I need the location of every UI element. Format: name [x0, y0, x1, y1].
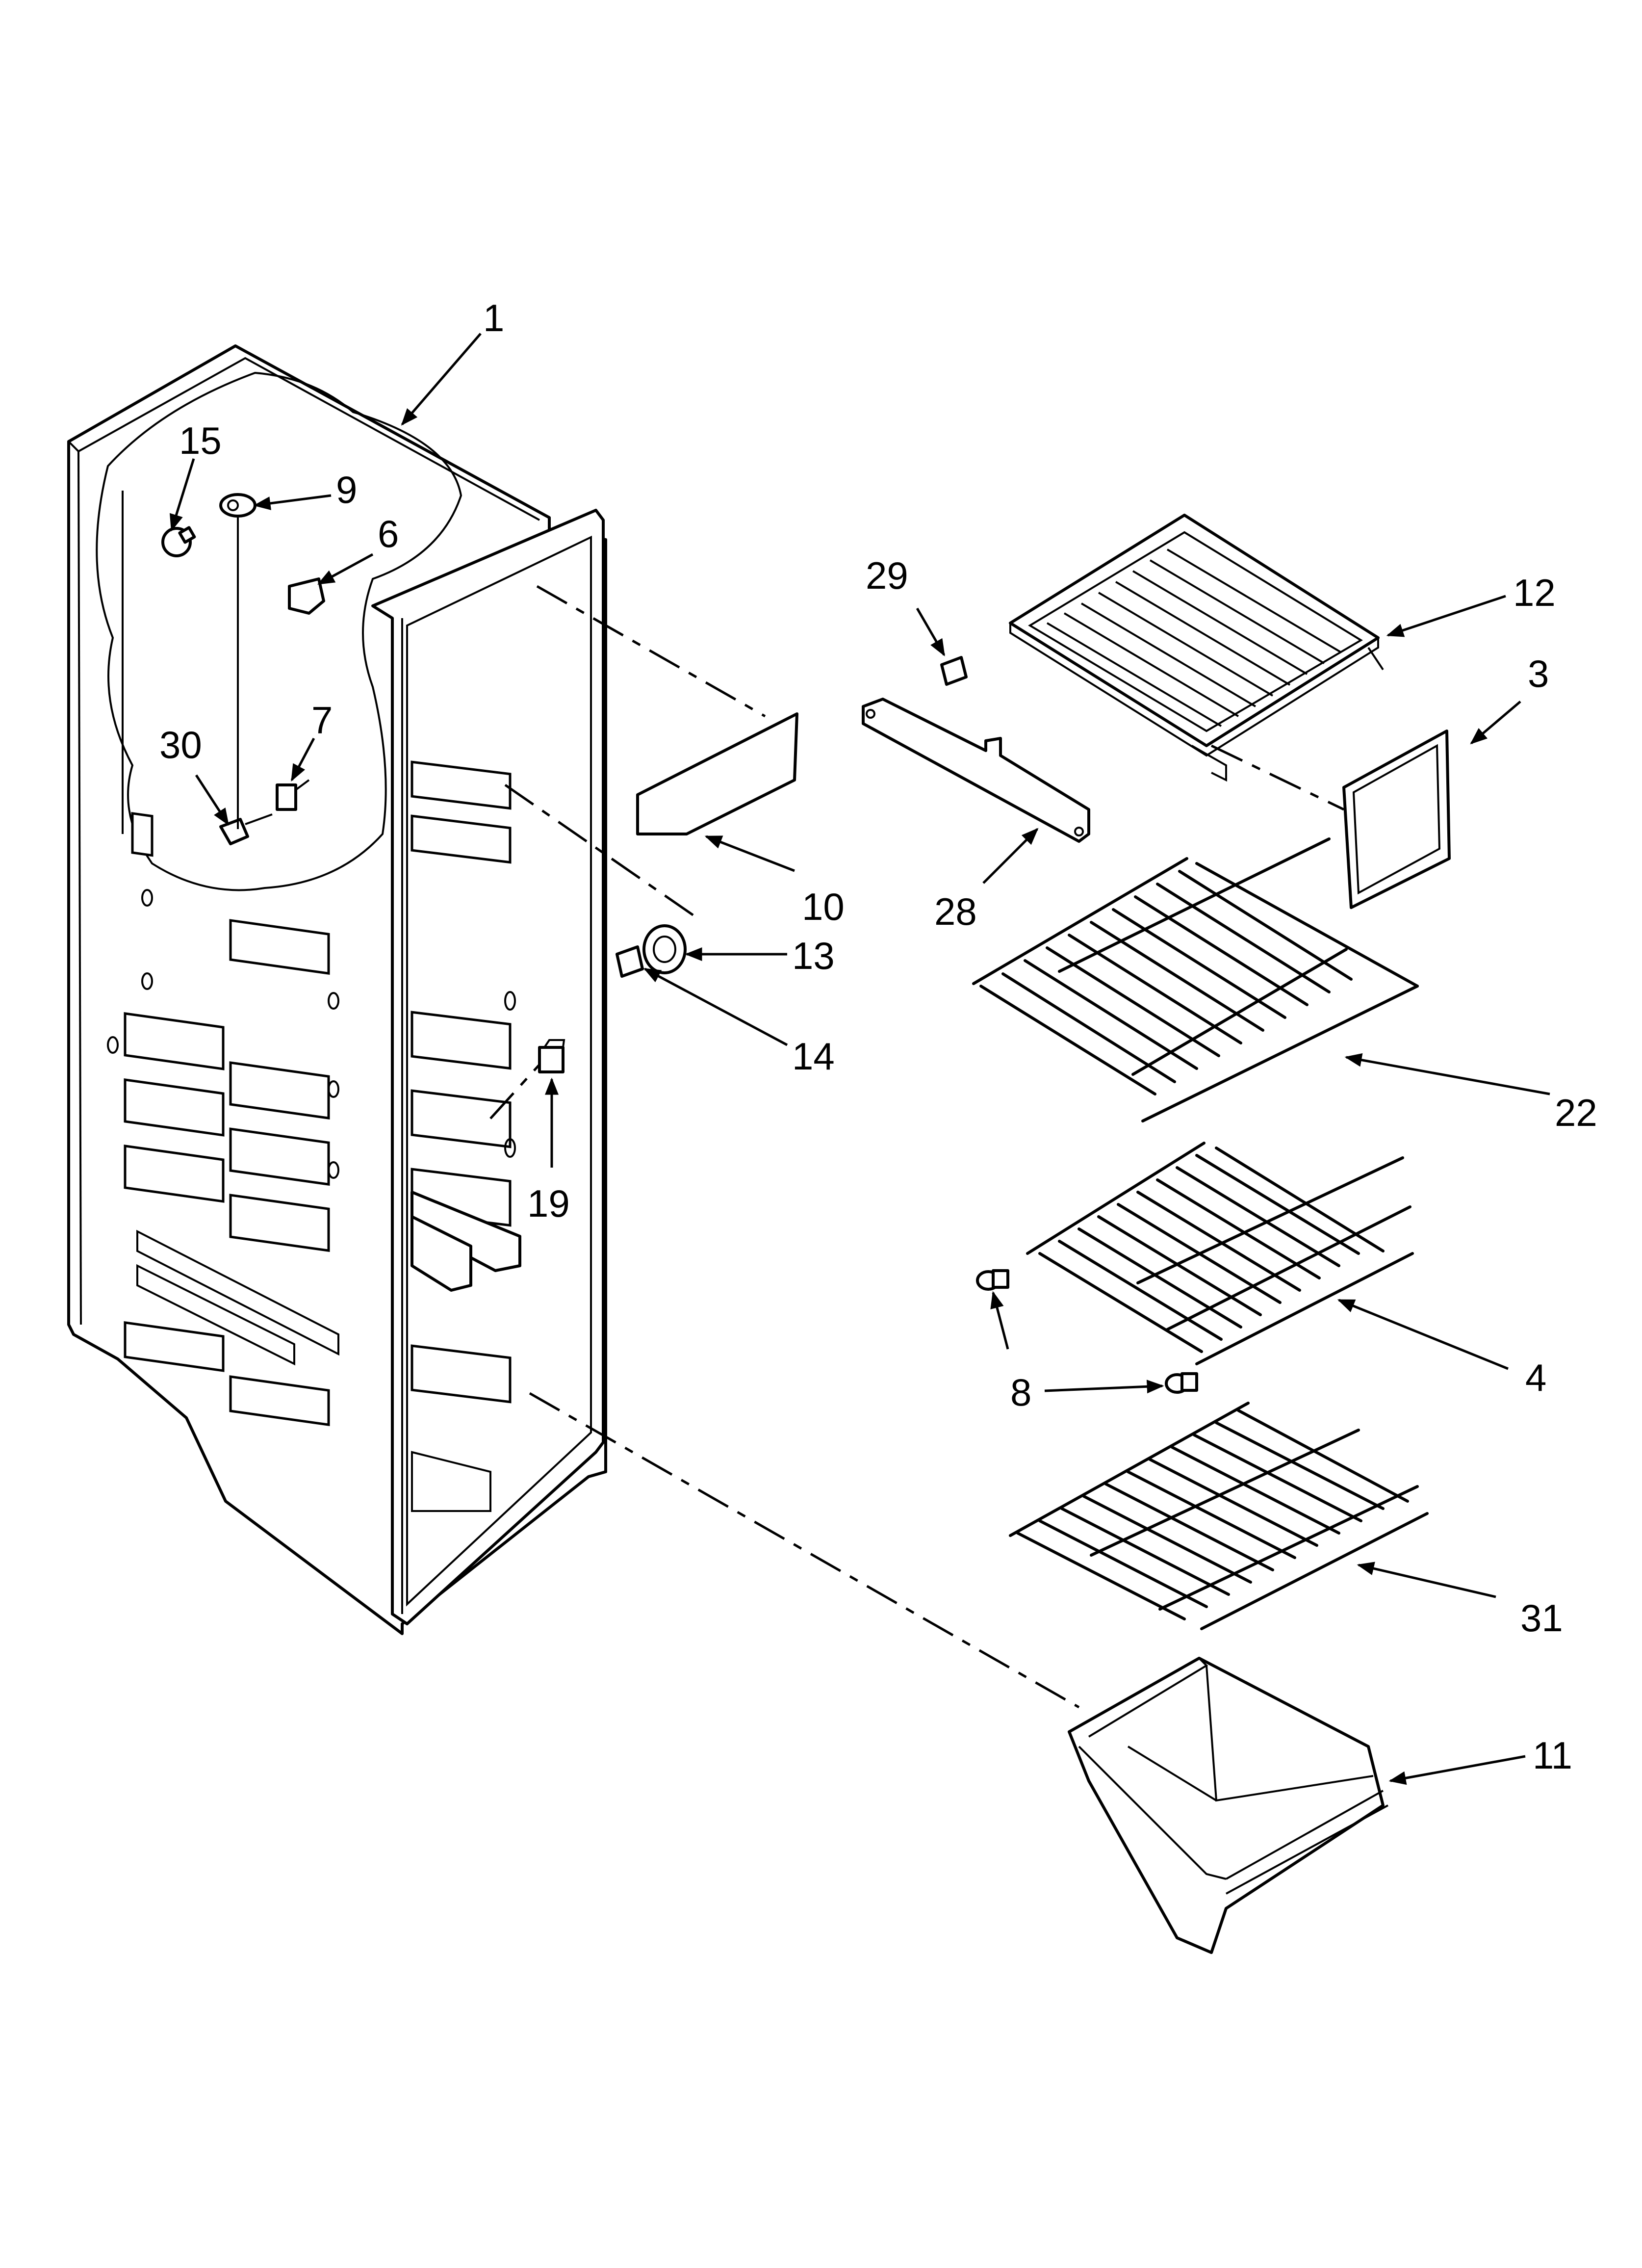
callout-13: 13	[792, 934, 835, 977]
shelf-frame-12	[1009, 514, 1384, 782]
callout-9: 9	[336, 468, 357, 511]
callout-19: 19	[527, 1182, 570, 1225]
callout-6: 6	[378, 512, 399, 555]
callout-31: 31	[1520, 1596, 1563, 1640]
callout-28: 28	[934, 890, 977, 933]
callout-11: 11	[1533, 1734, 1572, 1777]
shelf-stop-8b	[1165, 1372, 1198, 1394]
screw-29	[940, 656, 968, 686]
wire-shelf-31	[1009, 1402, 1429, 1630]
light-bulb	[161, 526, 196, 557]
wire-shelf-22	[972, 837, 1419, 1122]
shelf-bracket-28	[862, 698, 1090, 843]
callout-1: 1	[483, 296, 504, 339]
sensor-7	[276, 779, 310, 811]
callout-7: 7	[311, 699, 333, 742]
shelf-stop-8a	[976, 1269, 1009, 1291]
callout-labels: 1 15 9 6 7 30 10 13 14 19 29 28 12 3 22 …	[159, 296, 1597, 1777]
wire-shelf-4	[1026, 1142, 1414, 1365]
glass-panel-3	[1342, 730, 1451, 909]
callout-3: 3	[1528, 652, 1549, 695]
callout-12: 12	[1513, 571, 1556, 614]
callout-8: 8	[1010, 1371, 1031, 1414]
callout-14: 14	[792, 1035, 835, 1078]
screw-14	[616, 945, 644, 978]
switch-6	[288, 577, 325, 615]
light-socket	[219, 493, 257, 518]
callout-30: 30	[159, 723, 202, 766]
callout-22: 22	[1555, 1091, 1597, 1134]
leader-lines	[169, 333, 1550, 1785]
bulb-holder-13	[642, 924, 687, 974]
callout-29: 29	[866, 554, 908, 597]
assembly-lines	[489, 585, 1345, 1709]
switch-19	[538, 1039, 565, 1073]
callout-15: 15	[179, 419, 222, 462]
cabinet-liner	[67, 344, 607, 1635]
diffuser-10	[636, 712, 798, 835]
callout-4: 4	[1525, 1356, 1546, 1399]
callout-10: 10	[802, 885, 845, 928]
storage-bin-11	[1068, 1657, 1388, 1954]
